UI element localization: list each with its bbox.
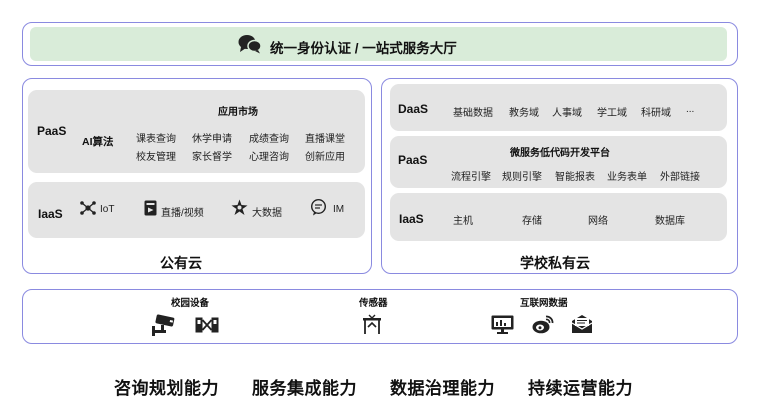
chat-im-icon bbox=[310, 198, 327, 216]
iaas-item: 主机 bbox=[453, 216, 473, 227]
app-item: 校友管理 bbox=[136, 152, 176, 163]
public-cloud-caption: 公有云 bbox=[160, 255, 202, 271]
device-group-title: 互联网数据 bbox=[520, 298, 568, 309]
surveillance-camera-icon bbox=[152, 314, 175, 336]
identity-band bbox=[30, 27, 727, 61]
public-paas-label: PaaS bbox=[37, 124, 67, 138]
monitor-chart-icon bbox=[491, 315, 514, 334]
identity-title: 统一身份认证 / 一站式服务大厅 bbox=[270, 41, 457, 56]
gate-turnstile-icon bbox=[195, 317, 219, 333]
iaas-item: 存储 bbox=[522, 216, 542, 227]
ai-algorithm-label: AI算法 bbox=[82, 136, 114, 148]
paas-item: 智能报表 bbox=[555, 172, 595, 183]
iaas-item-video: 直播/视频 bbox=[161, 208, 204, 219]
public-paas-panel bbox=[28, 90, 365, 173]
private-daas-label: DaaS bbox=[398, 102, 429, 116]
daas-item: 人事域 bbox=[552, 108, 582, 119]
video-live-icon bbox=[144, 200, 157, 216]
public-iaas-panel bbox=[28, 182, 365, 238]
email-icon bbox=[571, 315, 593, 333]
iaas-item-im: IM bbox=[333, 204, 345, 215]
app-item: 休学申请 bbox=[192, 134, 232, 145]
capability-integration: 服务集成能力 bbox=[252, 379, 357, 398]
daas-item: ... bbox=[686, 104, 695, 115]
daas-item: 学工域 bbox=[597, 108, 627, 119]
device-group-title: 传感器 bbox=[359, 298, 388, 309]
private-cloud-caption: 学校私有云 bbox=[520, 255, 590, 271]
daas-item: 基础数据 bbox=[453, 108, 493, 119]
app-market-title: 应用市场 bbox=[218, 107, 258, 118]
app-item: 创新应用 bbox=[305, 152, 345, 163]
app-item: 课表查询 bbox=[136, 134, 176, 145]
paas-item: 规则引擎 bbox=[502, 172, 542, 183]
capability-operations: 持续运营能力 bbox=[528, 379, 633, 398]
daas-item: 教务域 bbox=[509, 108, 539, 119]
capability-data-governance: 数据治理能力 bbox=[390, 379, 495, 398]
public-iaas-label: IaaS bbox=[38, 207, 63, 221]
app-item: 成绩查询 bbox=[249, 134, 289, 145]
capability-consulting: 咨询规划能力 bbox=[114, 379, 219, 398]
private-paas-label: PaaS bbox=[398, 153, 428, 167]
weibo-icon bbox=[532, 315, 554, 334]
iaas-item: 网络 bbox=[588, 216, 608, 227]
chat-bubbles-icon bbox=[238, 35, 262, 54]
iaas-item: 数据库 bbox=[655, 216, 685, 227]
daas-item: 科研域 bbox=[641, 108, 671, 119]
app-item: 直播课堂 bbox=[305, 134, 345, 145]
sensor-icon bbox=[363, 314, 381, 334]
iaas-item-iot: IoT bbox=[100, 204, 115, 215]
devices-frame bbox=[22, 289, 738, 344]
iaas-item-bigdata: 大数据 bbox=[252, 208, 282, 219]
lowcode-platform-title: 微服务低代码开发平台 bbox=[510, 148, 610, 159]
paas-item: 业务表单 bbox=[607, 172, 647, 183]
private-paas-panel bbox=[390, 136, 727, 188]
big-data-icon bbox=[231, 199, 248, 215]
private-iaas-panel bbox=[390, 193, 727, 241]
app-item: 家长督学 bbox=[192, 152, 232, 163]
device-group-title: 校园设备 bbox=[171, 298, 210, 309]
app-item: 心理咨询 bbox=[249, 152, 289, 163]
paas-item: 流程引擎 bbox=[451, 172, 491, 183]
private-iaas-label: IaaS bbox=[399, 212, 424, 226]
iot-network-icon bbox=[80, 201, 96, 215]
private-daas-panel bbox=[390, 84, 727, 131]
paas-item: 外部链接 bbox=[660, 172, 700, 183]
